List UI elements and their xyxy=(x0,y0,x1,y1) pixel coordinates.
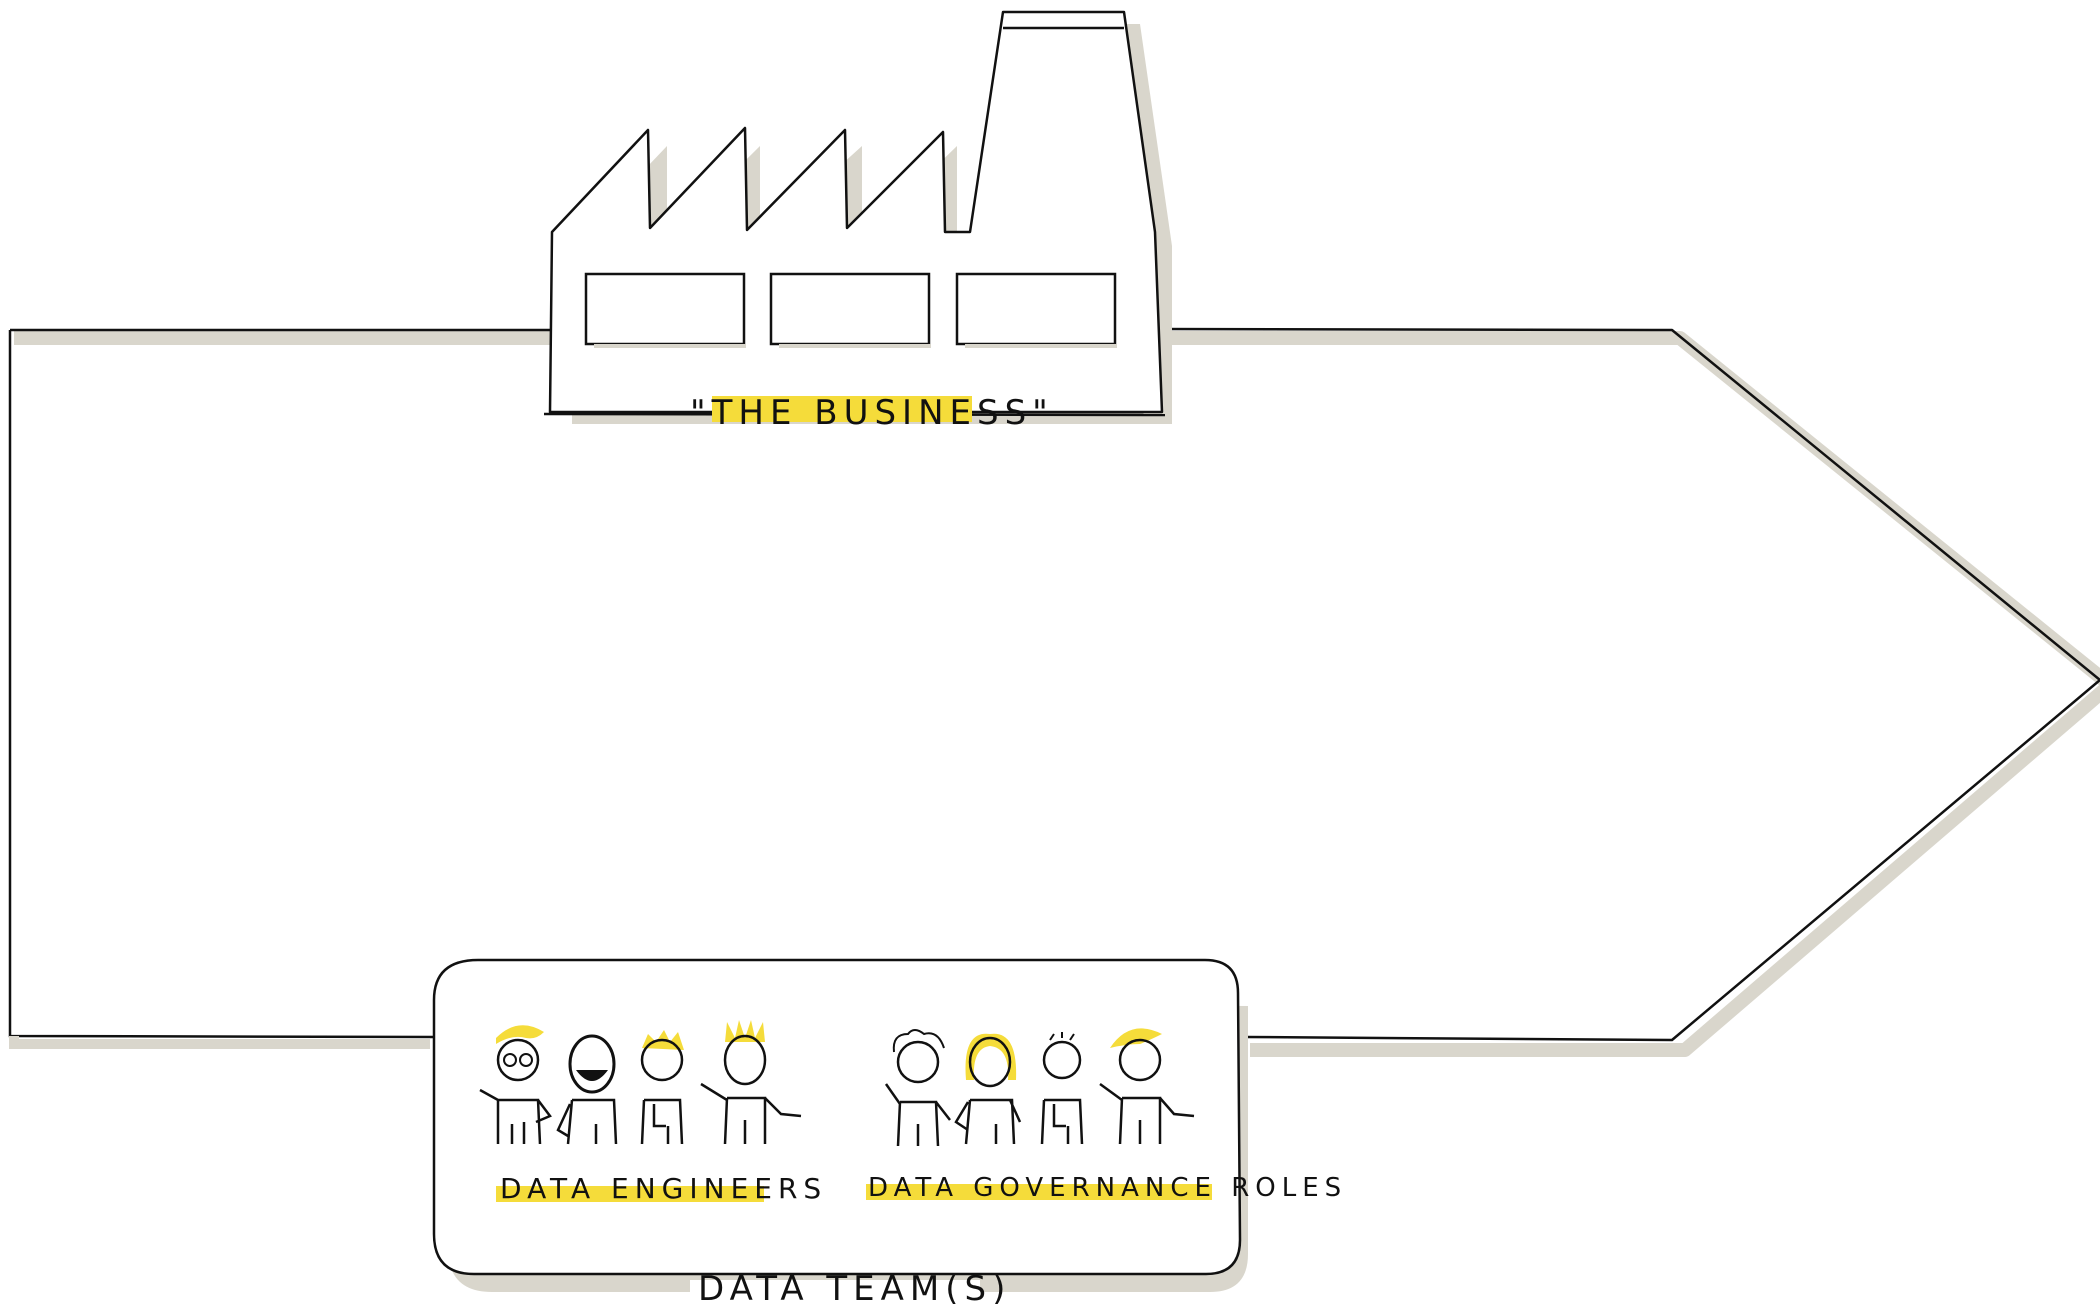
data-governance-label: DATA GOVERNANCE ROLES xyxy=(868,1173,1347,1203)
data-team-box: DATA TEAM(S) xyxy=(434,960,1248,1304)
factory-icon xyxy=(544,12,1172,424)
process-arrow xyxy=(10,329,2100,1050)
business-label: "THE BUSINESS" xyxy=(690,393,1054,433)
data-engineers-label: DATA ENGINEERS xyxy=(500,1172,827,1205)
data-teams-label: DATA TEAM(S) xyxy=(698,1269,1011,1304)
business-label-text: "THE BUSINESS" xyxy=(690,393,1054,433)
